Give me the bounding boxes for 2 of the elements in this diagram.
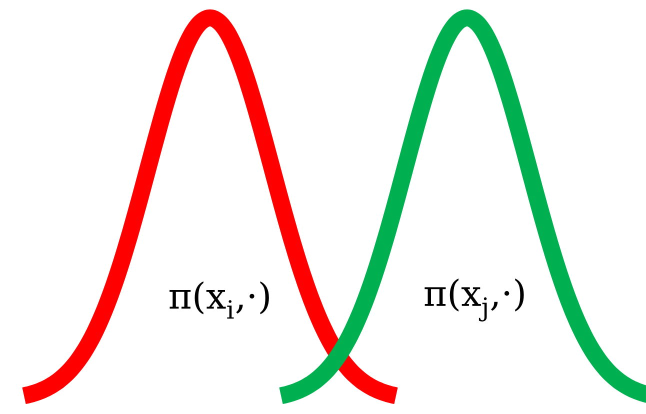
curve-label: π(x$_{i}$,·): [170, 281, 269, 319]
curve-label: π(x$_{j}$,·): [424, 278, 524, 322]
